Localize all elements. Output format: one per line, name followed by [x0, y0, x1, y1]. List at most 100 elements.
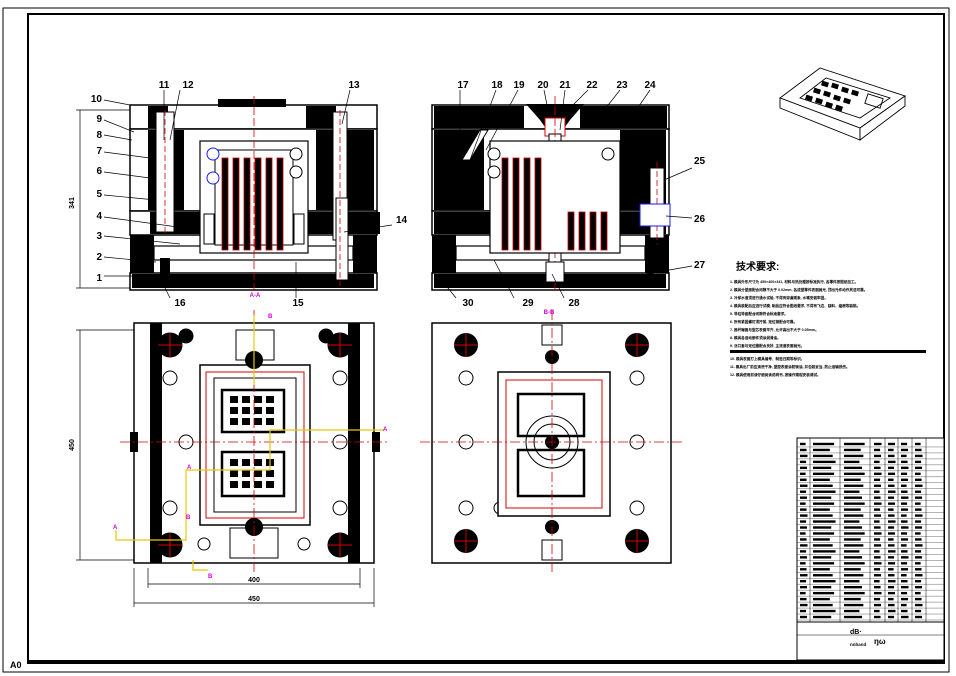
- part-number-3: 3: [96, 231, 102, 242]
- sheet-size-label: [8, 656, 22, 668]
- parts-list-cell-mark: [915, 466, 923, 470]
- parts-list-cell-mark: [813, 496, 832, 499]
- part-number-6: 6: [96, 166, 102, 177]
- parts-list-cell-mark: [813, 472, 835, 476]
- parts-list-cell-mark: [888, 466, 895, 470]
- parts-list-rows: [797, 442, 944, 621]
- parts-list-cell-mark: [813, 508, 830, 511]
- parts-list-cell-mark: [888, 484, 895, 487]
- parts-list-cell-mark: [915, 508, 922, 511]
- parts-list-cell-mark: [888, 597, 894, 601]
- parts-list-cell-mark: [813, 574, 833, 577]
- parts-list-cell-mark: [888, 538, 894, 541]
- water-fitting: [639, 203, 671, 227]
- parts-list-cell-mark: [844, 550, 860, 553]
- parts-list-cell-mark: [901, 520, 908, 523]
- parts-list-cell-mark: [901, 526, 909, 529]
- part-number-2: 2: [96, 252, 102, 263]
- parts-list-cell-mark: [800, 556, 808, 559]
- parts-list-cell-mark: [915, 574, 923, 577]
- parts-list-cell-mark: [813, 615, 832, 619]
- parts-list-cell-mark: [915, 484, 923, 487]
- section-mark-aa: A-A: [250, 293, 261, 299]
- part-number-12: 12: [182, 80, 194, 91]
- parts-list-cell-mark: [888, 544, 895, 547]
- parts-list-cell-mark: [874, 597, 881, 601]
- parts-list-cell-mark: [844, 502, 865, 505]
- parts-list-cell-mark: [901, 442, 908, 446]
- parts-list-cell-mark: [901, 574, 907, 577]
- sheet-size-text: A0: [10, 660, 22, 670]
- parts-list-cell-mark: [901, 508, 909, 511]
- parts-list-cell-mark: [813, 490, 836, 493]
- part-number-29: 29: [522, 298, 534, 309]
- parts-list-cell-mark: [888, 496, 895, 499]
- parts-list-cell-mark: [813, 466, 832, 470]
- parts-list-cell-mark: [874, 544, 882, 547]
- parts-list-cell-mark: [915, 591, 921, 595]
- title-mark-2: nnhand: [850, 642, 866, 647]
- parts-list-cell-mark: [915, 526, 923, 529]
- part-number-22: 22: [586, 80, 598, 91]
- parts-list-cell-mark: [813, 526, 832, 529]
- outer-frame: [2, 7, 950, 673]
- part-number-14: 14: [396, 215, 408, 226]
- leader-lines: [103, 89, 693, 299]
- parts-list-cell-mark: [874, 508, 881, 511]
- parts-list-cell-mark: [800, 597, 807, 601]
- parts-list-cell-mark: [800, 526, 808, 529]
- parts-list-cell-mark: [888, 460, 896, 464]
- parts-list-cell-mark: [888, 472, 896, 476]
- parts-list-cell-mark: [901, 496, 909, 499]
- parts-list-cell-mark: [874, 478, 881, 481]
- parts-list-cell-mark: [844, 520, 860, 523]
- parts-list-cell-mark: [915, 520, 922, 523]
- parts-list-cell-mark: [874, 460, 880, 464]
- parts-list-cell-mark: [915, 496, 923, 499]
- part-number-1: 1: [96, 273, 102, 284]
- parts-list-cell-mark: [888, 526, 895, 529]
- parts-list-cell-mark: [888, 609, 896, 613]
- parts-list-cell-mark: [874, 568, 881, 571]
- parts-list-cell-mark: [800, 496, 808, 499]
- parts-list-cell-mark: [844, 597, 861, 601]
- parts-list-cell-mark: [844, 538, 861, 541]
- section-mark-a-right: A: [383, 427, 388, 433]
- dim-width-outer: 450: [248, 596, 260, 603]
- parts-list-cell-mark: [844, 580, 860, 583]
- cavity-grid-upper: [230, 396, 274, 425]
- parts-list-cell-mark: [874, 615, 881, 619]
- parts-list-cell-mark: [813, 562, 835, 565]
- parts-list-cell-mark: [874, 609, 880, 613]
- parts-list-cell-mark: [813, 442, 835, 446]
- section-mark-a-mid: A: [187, 465, 192, 471]
- parts-list-cell-mark: [844, 591, 865, 595]
- parts-list-cell-mark: [915, 502, 921, 505]
- parts-list-cell-mark: [888, 556, 895, 559]
- parts-list-cell-mark: [915, 562, 921, 565]
- parts-list-cell-mark: [874, 580, 880, 583]
- parts-list-cell-mark: [844, 484, 864, 487]
- parts-list-cell-mark: [800, 603, 808, 607]
- parts-list-cell-mark: [800, 448, 807, 452]
- parts-list-cell-mark: [915, 544, 923, 547]
- part-number-19: 19: [513, 80, 525, 91]
- parts-list-cell-mark: [800, 538, 807, 541]
- parts-list-cell-mark: [800, 472, 806, 476]
- title-mark-3: ŋω: [874, 637, 886, 646]
- parts-list-cell-mark: [874, 532, 882, 535]
- parts-list-cell-mark: [888, 508, 894, 511]
- section-view-right: [431, 96, 671, 292]
- part-number-21: 21: [559, 80, 571, 91]
- parts-list-cell-mark: [813, 585, 832, 589]
- plan-view-right: [420, 310, 685, 575]
- parts-list-cell-mark: [844, 562, 865, 565]
- part-number-17: 17: [457, 80, 469, 91]
- parts-list-cell-mark: [915, 603, 923, 607]
- parts-list-cell-mark: [844, 490, 860, 493]
- parts-list-cell-mark: [915, 580, 922, 583]
- parts-list-cell-mark: [800, 562, 806, 565]
- parts-list-cell-mark: [874, 556, 881, 559]
- spacer-block-left-a: [130, 235, 154, 273]
- part-number-10: 10: [91, 94, 103, 105]
